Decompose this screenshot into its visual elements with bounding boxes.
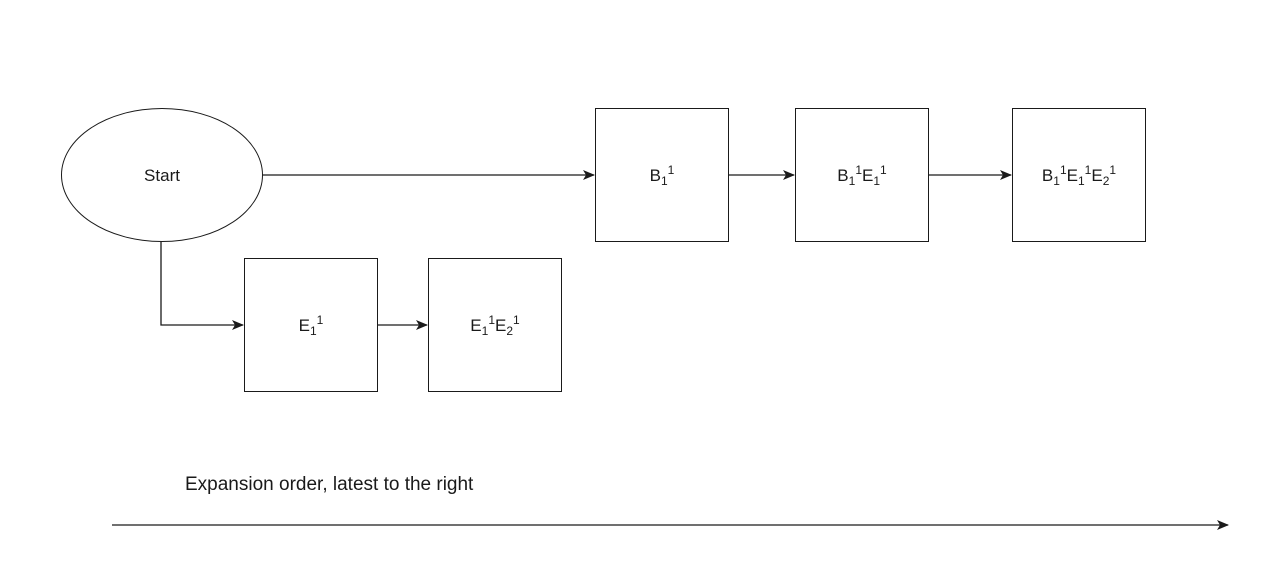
start-node: Start	[61, 108, 263, 242]
label-text: E	[470, 315, 482, 335]
edges-group	[112, 170, 1229, 530]
label-text: E	[298, 315, 310, 335]
label-text: B	[649, 165, 661, 185]
label-text: Start	[144, 165, 180, 185]
label-superscript: 1	[316, 312, 324, 327]
label-superscript: 1	[880, 162, 887, 177]
label-text: E	[1091, 165, 1103, 185]
node-B1E1-label: B11E11	[837, 164, 886, 187]
label-text: E	[1066, 165, 1078, 185]
label-superscript: 1	[667, 162, 675, 177]
label-subscript: 2	[1102, 173, 1110, 188]
label-superscript: 1	[488, 312, 495, 327]
node-B1E1E2: B11E11E21	[1012, 108, 1146, 242]
node-B1-label: B11	[649, 164, 675, 187]
label-text: E	[862, 165, 874, 185]
node-B1E1E2-label: B11E11E21	[1041, 164, 1116, 187]
node-B1E1: B11E11	[795, 108, 929, 242]
expansion-order-caption: Expansion order, latest to the right	[185, 474, 474, 495]
start-node-label: Start	[144, 167, 180, 184]
label-subscript: 2	[506, 323, 514, 338]
label-superscript: 1	[1059, 162, 1067, 177]
edge-start-to-E1	[160, 242, 244, 330]
label-subscript: 1	[848, 173, 856, 188]
label-subscript: 1	[1077, 173, 1085, 188]
label-superscript: 1	[1109, 162, 1117, 177]
label-text: E	[495, 315, 507, 335]
label-text: B	[1041, 165, 1054, 185]
label-subscript: 1	[309, 323, 317, 338]
node-B1: B11	[595, 108, 729, 242]
label-subscript: 1	[873, 173, 881, 188]
node-E1E2-label: E11E21	[470, 314, 519, 337]
label-superscript: 1	[513, 312, 520, 327]
label-text: B	[837, 165, 849, 185]
label-subscript: 1	[660, 173, 668, 188]
node-E1E2: E11E21	[428, 258, 562, 392]
node-E1: E11	[244, 258, 378, 392]
label-subscript: 1	[1053, 173, 1060, 188]
label-subscript: 1	[481, 323, 489, 338]
label-superscript: 1	[1084, 162, 1092, 177]
label-superscript: 1	[855, 162, 862, 177]
node-E1-label: E11	[298, 314, 324, 337]
